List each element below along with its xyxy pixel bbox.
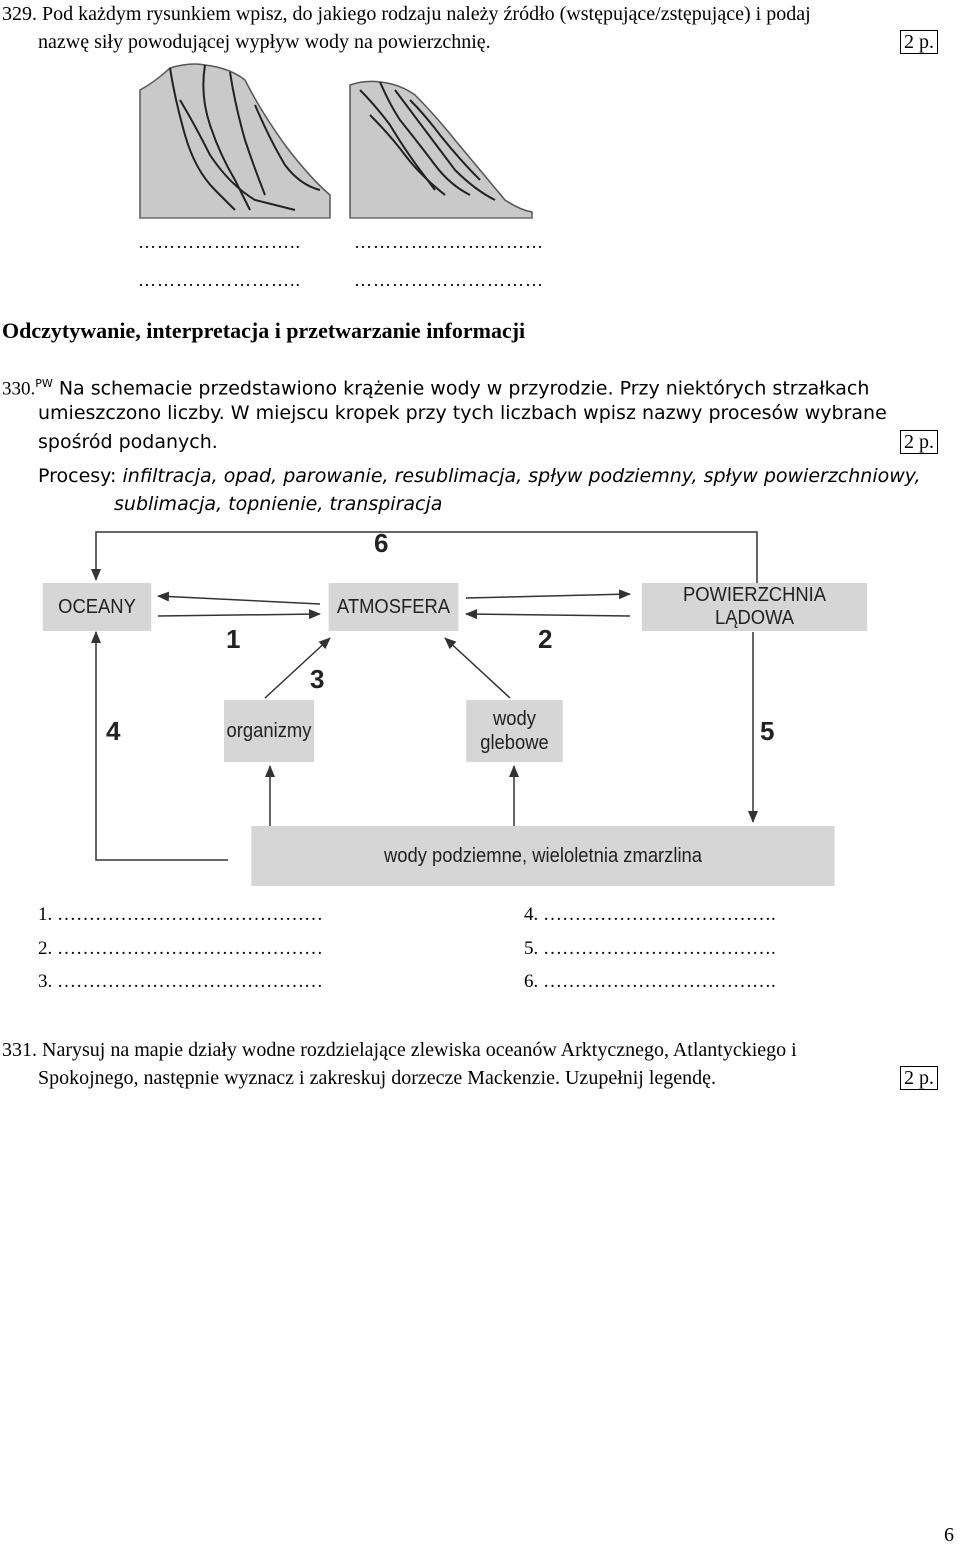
diagram-label-3: 3 [310,664,325,694]
q330-line1: 330.PW Na schemacie przedstawiono krążen… [2,370,869,403]
spring-left-drawing [139,63,331,219]
q330-number: 330. [2,378,36,400]
q329-blank-left-2[interactable]: …………………….. [138,270,301,290]
q330-processes: Procesy: infiltracja, opad, parowanie, r… [38,462,921,490]
q330-text-line3: spośród podanych. [38,431,218,453]
q331-text-line1: 331. Narysuj na mapie działy wodne rozdz… [2,1039,797,1061]
q330-processes-line2: sublimacja, topnienie, transpiracja [114,493,443,515]
arrow-atm-to-oceans [157,591,321,605]
arrow-4 [91,631,228,861]
arrow-3 [264,637,331,699]
q331-text-line2: Spokojnego, następnie wyznacz i zakresku… [38,1067,717,1089]
answer-4[interactable]: 4. ………………………………. [524,904,776,925]
arrow-1 [157,609,321,620]
diagram-label-4: 4 [106,716,121,746]
arrow-2 [465,609,631,620]
q330-processes-line1: infiltracja, opad, parowanie, resublimac… [122,465,921,487]
spring-right-drawing [349,80,533,219]
q330-text-line2: umieszczono liczby. W miejscu kropek prz… [38,402,887,424]
box-wody-glebowe-line1: wody [493,708,536,730]
q330-processes-line2-wrap: sublimacja, topnienie, transpiracja [114,490,442,518]
q329-blank-right-2[interactable]: ………………………… [354,270,544,290]
box-wody-glebowe-line2: glebowe [480,732,549,754]
diagram-label-2: 2 [538,624,553,654]
arrow-soil-to-atm [444,637,511,699]
answer-6[interactable]: 6. ………………………………. [524,971,776,992]
answer-1[interactable]: 1. …………………………………… [38,904,323,925]
q331-points: 2 p. [900,1066,938,1090]
q329-text-line2: nazwę siły powodującej wypływ wody na po… [38,31,491,53]
diagram-label-1: 1 [226,624,241,654]
q330-points: 2 p. [900,430,938,454]
arrow-atm-to-land [465,589,631,600]
q329-blank-left-1[interactable]: …………………….. [138,232,301,252]
box-organizmy: organizmy [223,700,315,762]
answer-2[interactable]: 2. …………………………………… [38,938,323,959]
q329-blank-right-1[interactable]: ………………………… [354,232,544,252]
box-wody-podziemne: wody podziemne, wieloletnia zmarzlina [251,826,835,886]
box-wody-glebowe: wody glebowe [466,700,563,762]
answer-3[interactable]: 3. …………………………………… [38,971,323,992]
springs-illustration [139,63,533,219]
q330-text-line1: Na schemacie przedstawiono krążenie wody… [58,377,870,400]
q329-text-line1: 329. Pod każdym rysunkiem wpisz, do jaki… [2,3,811,25]
q330-processes-label: Procesy: [38,465,117,487]
section-title: Odczytywanie, interpretacja i przetwarza… [2,318,526,343]
page-number: 6 [944,1524,954,1546]
water-cycle-arrows [91,531,758,861]
diagram-label-6: 6 [374,528,389,558]
box-powierzchnia-ladowa: POWIERZCHNIA LĄDOWA [641,583,868,631]
box-oceany: OCEANY [42,583,152,631]
answer-5[interactable]: 5. ………………………………. [524,938,776,959]
q330-tag: PW [35,377,53,390]
box-atmosfera: ATMOSFERA [328,583,459,631]
arrow-6 [91,531,758,583]
q329-points: 2 p. [900,30,938,54]
diagram-label-5: 5 [760,716,775,746]
